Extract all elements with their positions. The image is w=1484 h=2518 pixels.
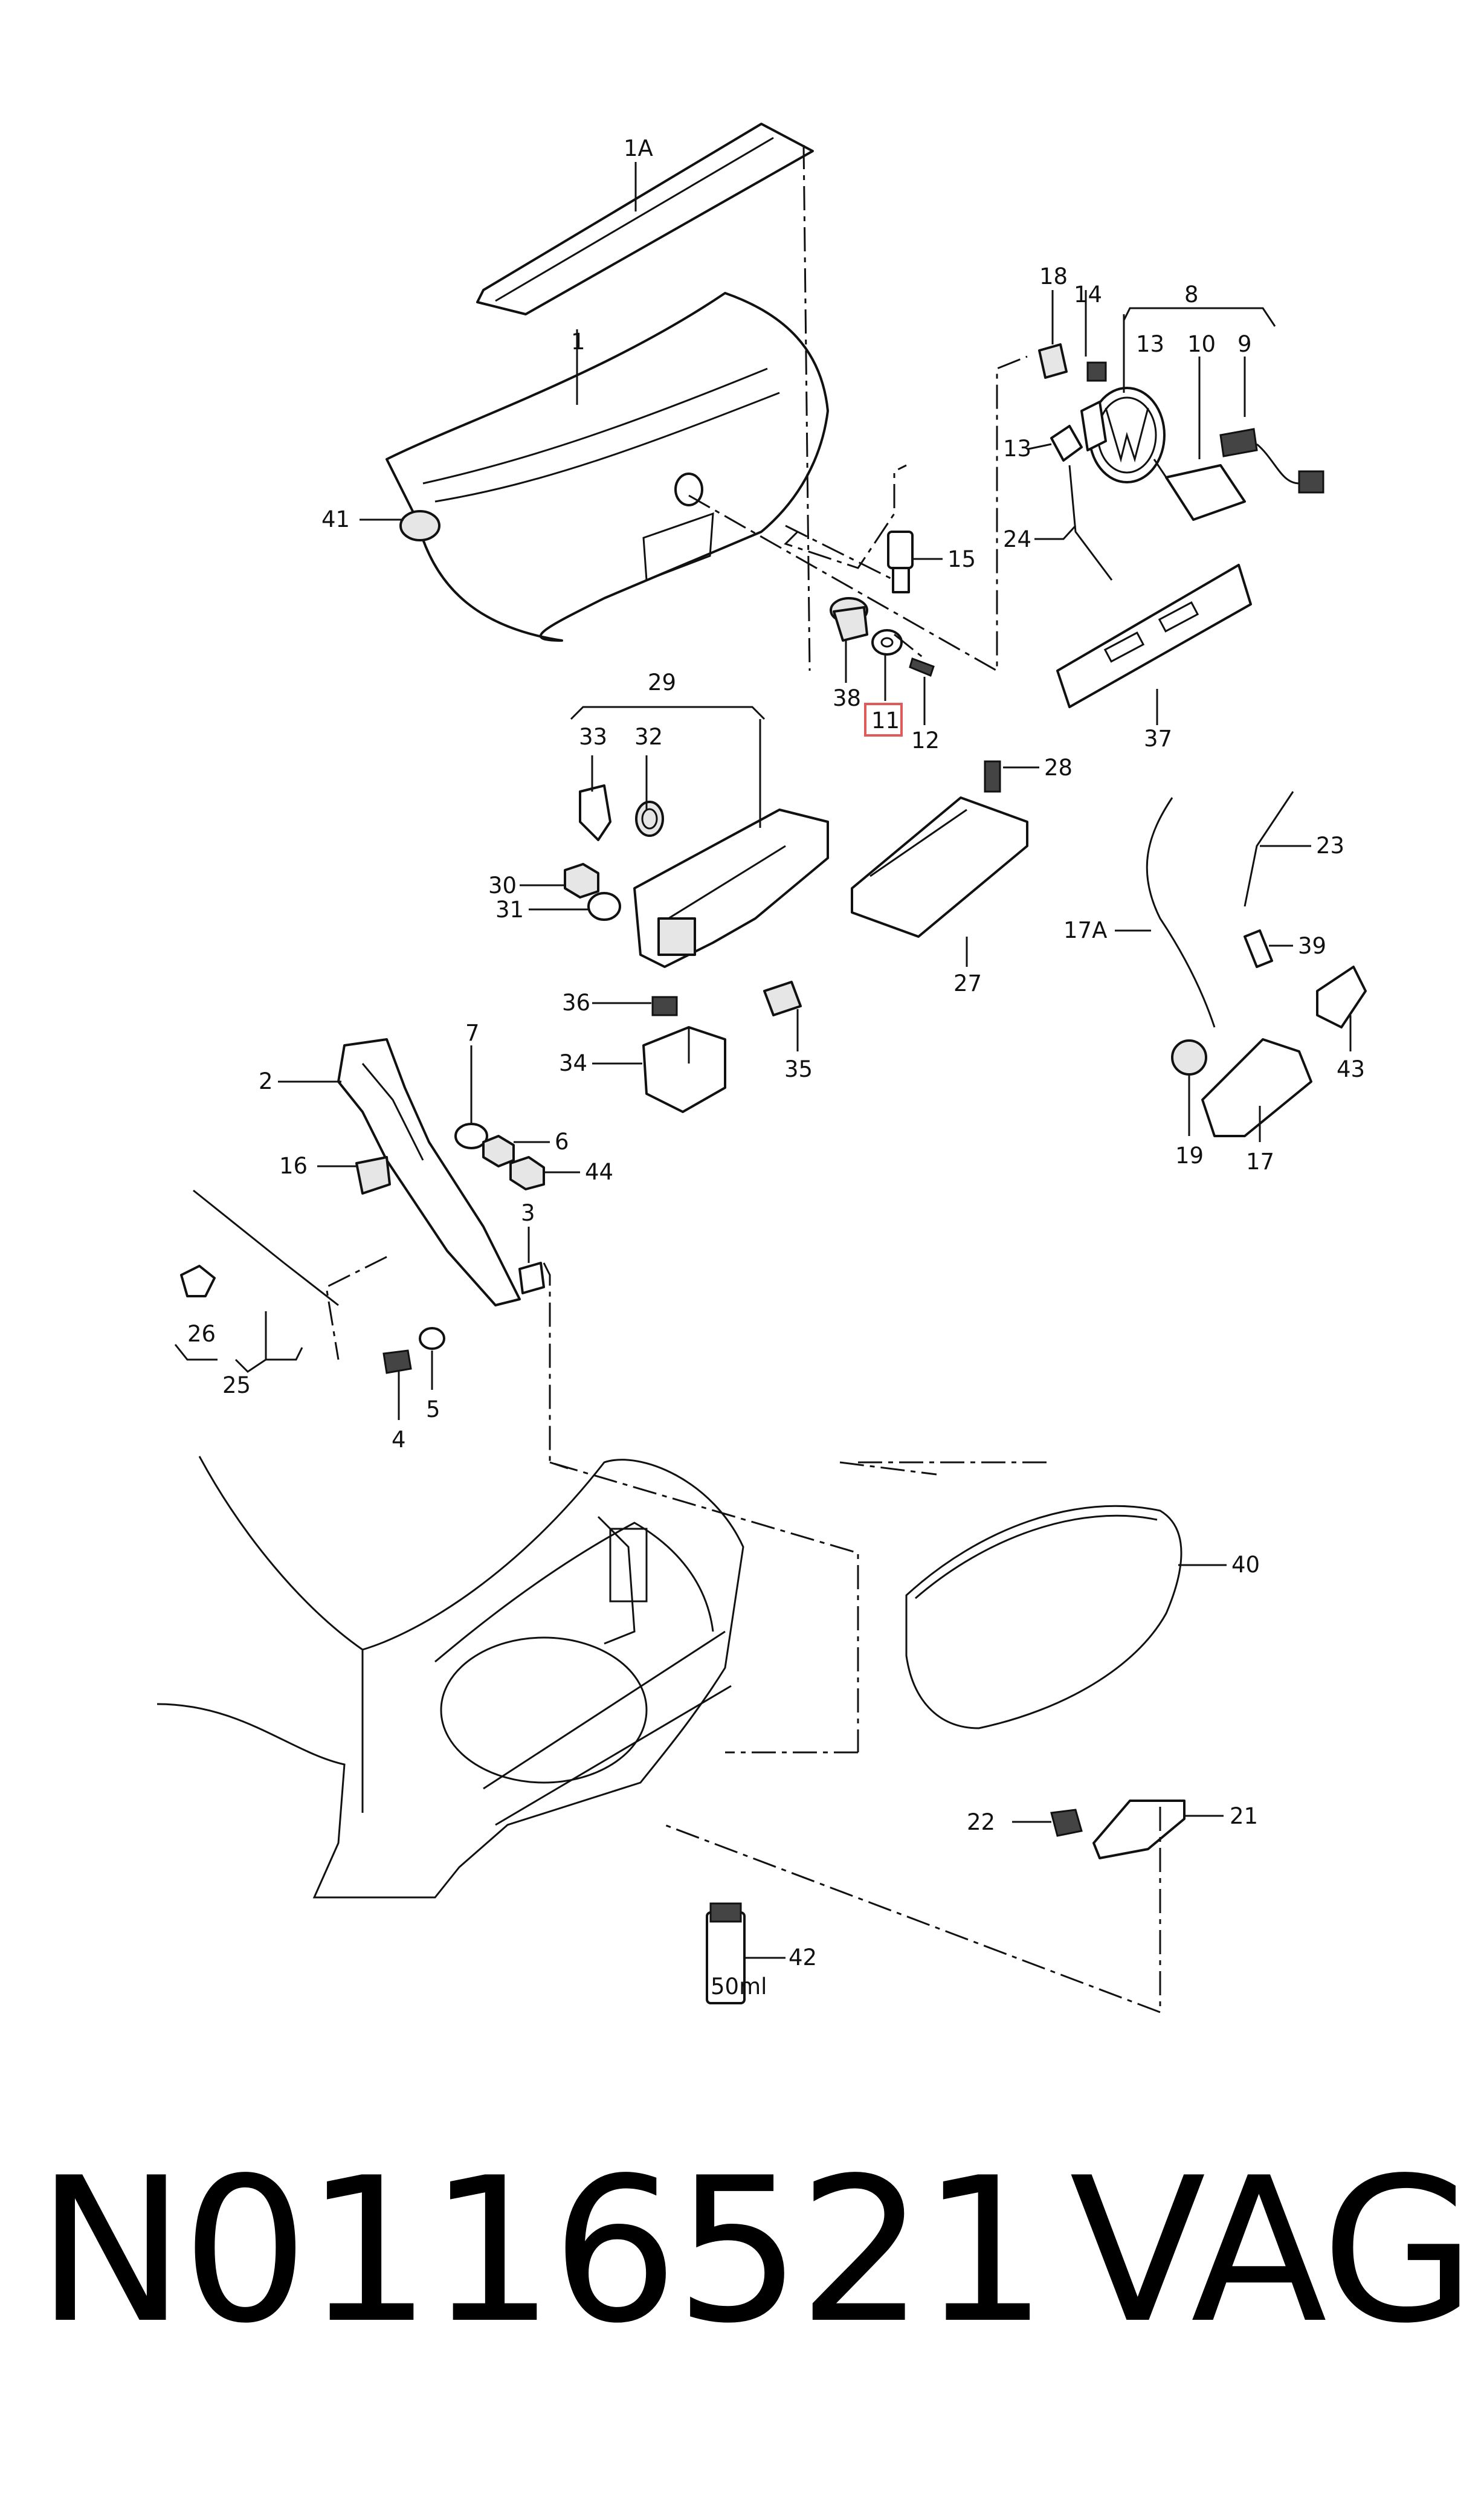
callout-26: 26 [187, 1321, 216, 1347]
screw-36 [651, 996, 678, 1016]
brand-name: VAG [1069, 2135, 1476, 2367]
footer: N0116521 VAG [0, 2151, 1484, 2405]
number-plate-holder-37 [1056, 564, 1252, 708]
callout-13b: 13 [1003, 436, 1031, 462]
nut-44 [509, 1156, 545, 1190]
grommet-19 [1171, 1039, 1207, 1076]
callout-43: 43 [1337, 1056, 1365, 1082]
pad-3 [518, 1262, 545, 1294]
lock-cylinder-15 [887, 531, 914, 593]
callout-22: 22 [967, 1809, 995, 1835]
boot-lock-29 [633, 809, 829, 968]
callout-27: 27 [953, 970, 982, 996]
callout-1A: 1A [624, 135, 653, 161]
callout-10: 10 [1187, 331, 1216, 357]
callout-31: 31 [495, 897, 524, 923]
callout-39: 39 [1298, 933, 1326, 959]
callout-29: 29 [648, 670, 676, 696]
callout-15: 15 [947, 546, 976, 572]
rod-24 [1068, 465, 1113, 581]
callout-11: 11 [871, 708, 900, 734]
callout-23: 23 [1316, 833, 1344, 859]
bolt-22 [1050, 1809, 1083, 1837]
rod-23 [1244, 791, 1294, 907]
washer-11 [871, 629, 903, 656]
callout-44: 44 [585, 1159, 613, 1185]
callout-6: 6 [555, 1129, 569, 1155]
car-body-rear [156, 1456, 744, 1899]
callout-24: 24 [1003, 526, 1031, 552]
callout-37: 37 [1144, 726, 1172, 752]
bolt-4 [382, 1349, 412, 1374]
bush-38 [830, 597, 868, 642]
ball-socket-26 [180, 1265, 216, 1297]
callout-4: 4 [392, 1427, 406, 1453]
adhesive-can-42: 50ml [706, 1902, 767, 2004]
callout-33: 33 [579, 724, 607, 750]
callout-25: 25 [222, 1372, 251, 1398]
hinge-2 [337, 1038, 521, 1306]
washer-5 [419, 1327, 445, 1350]
callout-7: 7 [465, 1020, 480, 1046]
callout-41: 41 [321, 506, 350, 532]
screw-12 [909, 657, 935, 677]
lever-13 [1050, 425, 1083, 462]
can-volume-label: 50ml [711, 1974, 767, 2000]
boot-seal-40 [905, 1505, 1182, 1729]
callout-16: 16 [279, 1153, 308, 1179]
gas-strut-25 [193, 1189, 339, 1306]
spring-32 [635, 801, 664, 837]
part-35 [763, 981, 802, 1016]
bracket-33 [579, 784, 611, 841]
exploded-parts-diagram: 50ml [156, 123, 1367, 2014]
highlight-box-11 [864, 703, 903, 737]
callout-42: 42 [789, 1945, 817, 1971]
actuator-34 [642, 1026, 726, 1113]
rear-spoiler [476, 123, 814, 315]
callout-30: 30 [488, 873, 517, 899]
boot-lid [386, 292, 829, 642]
callout-2: 2 [259, 1068, 273, 1094]
bush-16 [355, 1156, 391, 1195]
callout-17: 17 [1246, 1149, 1274, 1175]
callout-18: 18 [1039, 263, 1068, 289]
striker-bracket-21 [1092, 1800, 1186, 1859]
wiring-connector-9 [1219, 428, 1324, 494]
remote-key-10 [1153, 459, 1246, 521]
vw-emblem-13 [1080, 387, 1166, 483]
washer-31 [587, 892, 621, 921]
callout-28: 28 [1044, 755, 1073, 781]
callout-3: 3 [521, 1200, 535, 1226]
callout-14: 14 [1074, 282, 1102, 308]
part-number: N0116521 [36, 2135, 1048, 2367]
callout-17A: 17A [1063, 917, 1107, 943]
callout-21: 21 [1230, 1803, 1258, 1829]
callout-9: 9 [1237, 331, 1252, 357]
callout-1: 1 [571, 329, 586, 355]
callout-35: 35 [784, 1056, 813, 1082]
callout-19: 19 [1175, 1143, 1204, 1169]
release-motor-17 [1201, 1038, 1312, 1137]
callout-13a: 13 [1136, 331, 1164, 357]
bracket-43 [1316, 966, 1367, 1028]
plug-41 [399, 510, 440, 541]
clip-39 [1244, 929, 1273, 968]
screw-14 [1086, 361, 1107, 382]
handle-27 [851, 796, 1028, 938]
nut-6 [482, 1135, 515, 1167]
nut-30 [564, 863, 599, 899]
callout-40: 40 [1231, 1552, 1260, 1578]
clip-18 [1038, 343, 1068, 379]
callout-36: 36 [562, 990, 590, 1016]
callout-34: 34 [559, 1050, 587, 1076]
screw-28 [984, 760, 1001, 793]
callout-5: 5 [426, 1396, 440, 1422]
callout-12: 12 [911, 728, 940, 754]
cable-17A [1146, 797, 1216, 1028]
callout-38: 38 [833, 685, 861, 711]
callout-32: 32 [634, 724, 663, 750]
callout-8: 8 [1184, 282, 1199, 308]
